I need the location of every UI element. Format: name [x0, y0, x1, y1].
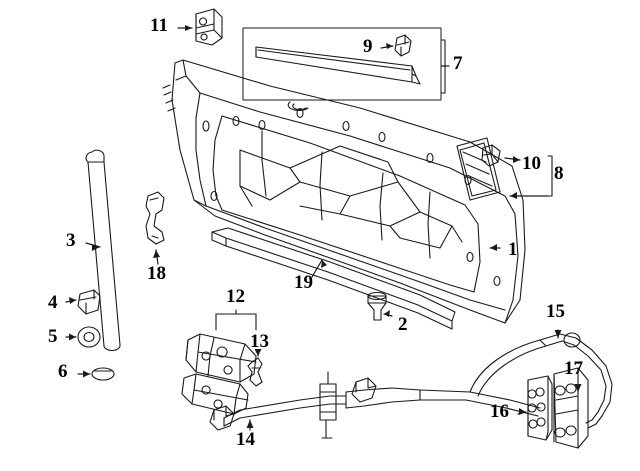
part-latch-clip [247, 357, 263, 387]
callout-4: 4 [48, 292, 58, 313]
part-hood-bumper [367, 291, 387, 321]
callout-18: 18 [147, 263, 166, 284]
part-seal-clip [394, 34, 412, 57]
part-hood-hinge-bracket [195, 8, 223, 46]
part-hood-front-seal [211, 227, 456, 330]
part-prop-rod-cap [91, 367, 115, 381]
part-release-cable-rear [469, 332, 613, 429]
callout-7: 7 [453, 53, 463, 74]
part-hood-panel [162, 59, 526, 324]
callout-2: 2 [398, 314, 408, 335]
callout-1: 1 [508, 239, 518, 260]
callout-8: 8 [554, 163, 564, 184]
callout-5: 5 [48, 326, 58, 347]
callout-3: 3 [66, 230, 76, 251]
callout-14: 14 [236, 429, 255, 450]
part-prop-rod-grommet [77, 326, 101, 348]
part-release-handle-bezel [527, 375, 553, 441]
callout-16: 16 [490, 401, 509, 422]
part-prop-rod-clip [77, 289, 101, 315]
callout-17: 17 [564, 358, 583, 379]
callout-11: 11 [150, 15, 168, 36]
callout-13: 13 [250, 331, 269, 352]
part-release-handle [553, 367, 589, 449]
part-prop-rod-retainer [145, 191, 165, 245]
callout-10: 10 [522, 153, 541, 174]
callout-12: 12 [226, 286, 245, 307]
part-hood-weatherstrip-upper [242, 27, 442, 101]
callout-9: 9 [363, 36, 373, 57]
callout-6: 6 [58, 361, 68, 382]
part-hood-prop-rod [85, 149, 121, 352]
part-hood-latch [181, 333, 257, 415]
callout-15: 15 [546, 301, 565, 322]
callout-19: 19 [294, 272, 313, 293]
